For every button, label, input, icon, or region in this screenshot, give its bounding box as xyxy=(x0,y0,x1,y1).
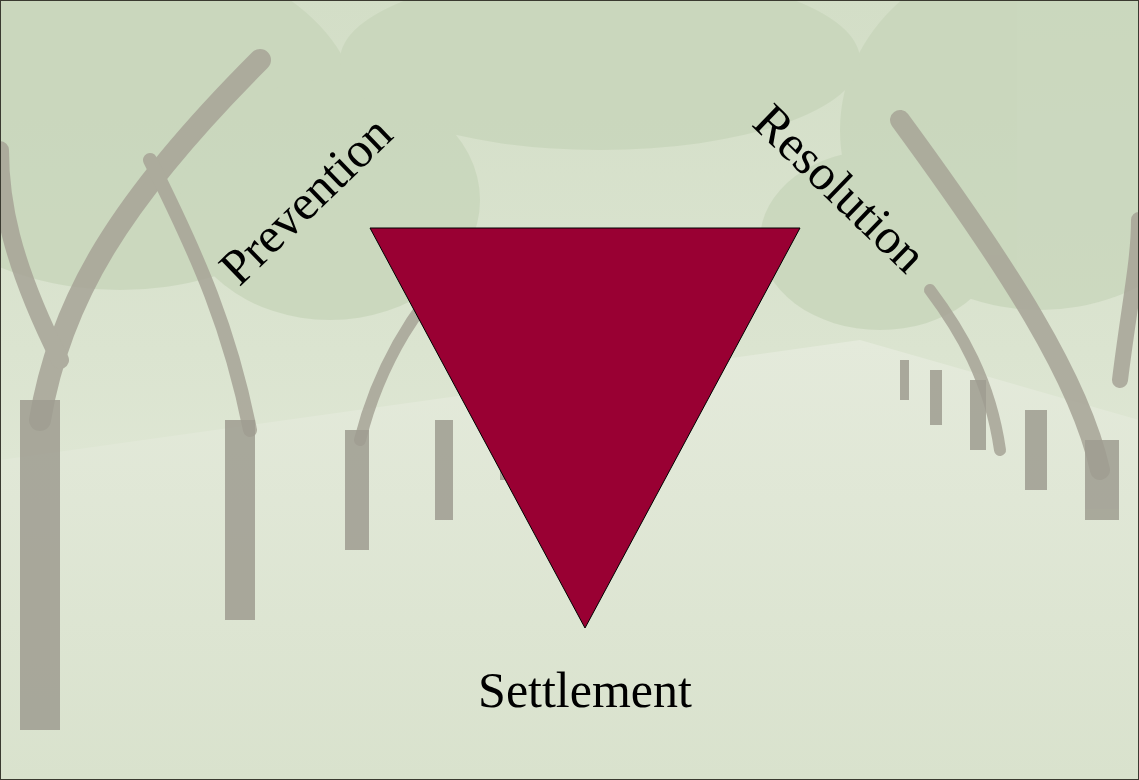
inverted-triangle xyxy=(370,228,800,628)
side-label: Settlement xyxy=(478,665,692,715)
side-label: Resolution xyxy=(745,95,936,281)
side-label: Prevention xyxy=(210,107,401,293)
